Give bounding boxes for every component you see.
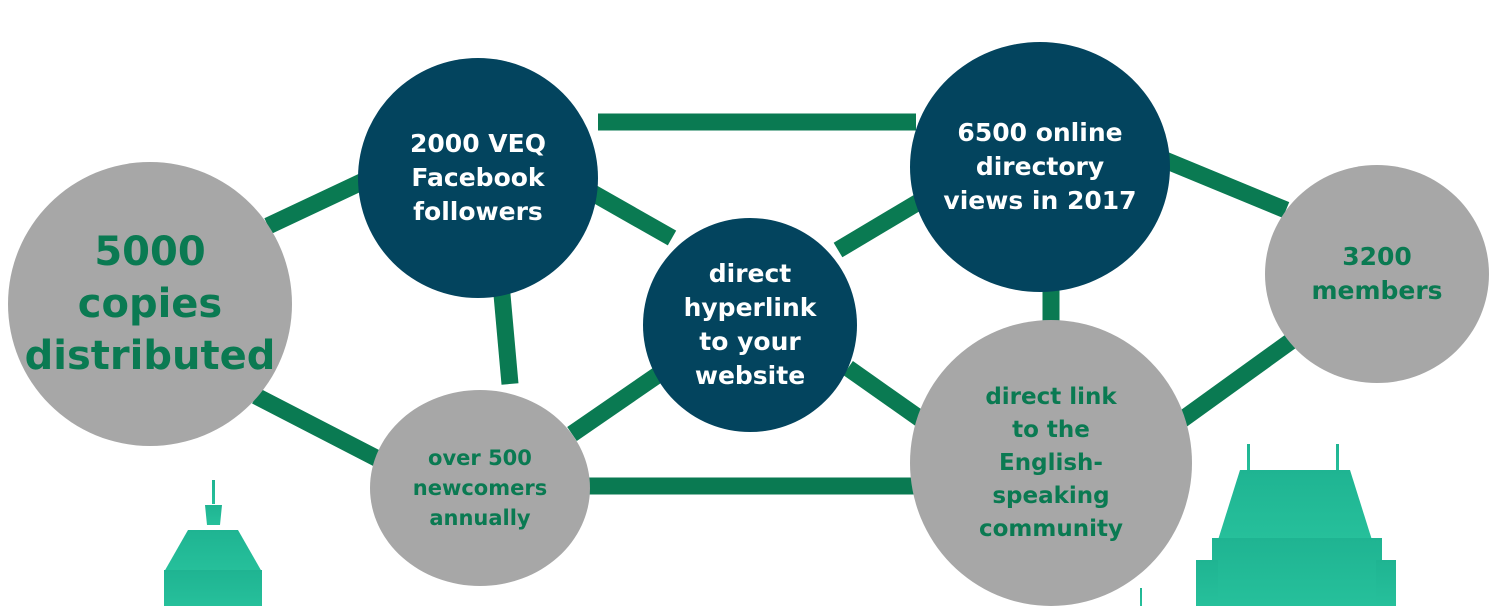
node-copies-label: 5000 copies distributed — [24, 229, 276, 379]
node-facebook-followers: 2000 VEQ Facebook followers — [358, 58, 598, 298]
node-facebook-label: 2000 VEQ Facebook followers — [410, 129, 546, 226]
chateau-tower-icon — [164, 480, 262, 606]
node-community-label: direct link to the English- speaking com… — [979, 383, 1123, 542]
connector-facebook-hyperlink — [579, 180, 677, 246]
node-directory-views: 6500 online directory views in 2017 — [910, 42, 1170, 292]
node-directory-label: 6500 online directory views in 2017 — [943, 118, 1137, 215]
node-direct-hyperlink: direct hyperlink to your website — [643, 218, 857, 432]
chateau-frontenac-icon — [1140, 444, 1396, 606]
node-newcomers: over 500 newcomers annually — [370, 390, 590, 586]
connector-copies-newcomers — [252, 388, 384, 468]
node-copies-distributed: 5000 copies distributed — [8, 162, 292, 446]
node-members: 3200 members — [1265, 165, 1489, 383]
connector-directory-members — [1156, 150, 1290, 218]
node-hyperlink-label: direct hyperlink to your website — [683, 259, 817, 390]
connector-copies-facebook — [264, 170, 374, 234]
node-community-link: direct link to the English- speaking com… — [910, 320, 1192, 606]
connector-members-community — [1171, 329, 1303, 431]
node-members-label: 3200 members — [1311, 242, 1443, 305]
node-newcomers-label: over 500 newcomers annually — [412, 446, 548, 530]
connector-hyperlink-newcomers — [567, 365, 667, 441]
